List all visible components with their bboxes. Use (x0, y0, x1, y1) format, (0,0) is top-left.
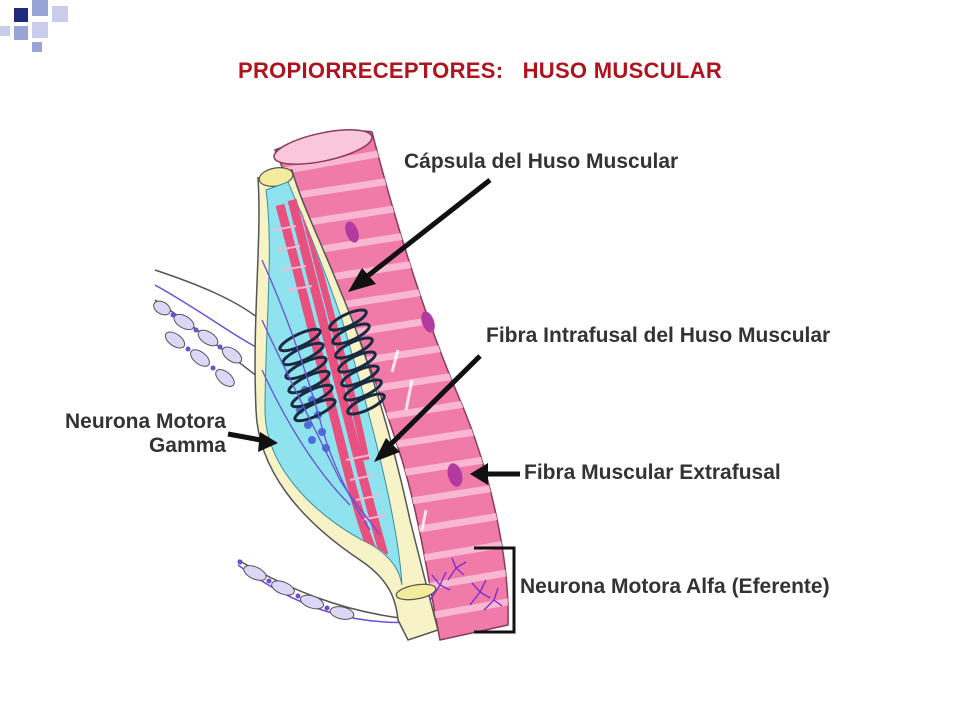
corner-square (32, 42, 42, 52)
alpha-bracket (474, 546, 516, 634)
corner-square (14, 26, 28, 40)
corner-square (0, 26, 10, 36)
capsule-arrowhead (348, 268, 376, 292)
intrafusal-arrow (383, 354, 482, 452)
gamma-nerve (153, 269, 263, 387)
page-title: PROPIORRECEPTORES: HUSO MUSCULAR (237, 58, 723, 83)
label-gamma-line2: Gamma (148, 434, 226, 457)
label-alpha-motor-neuron: Neurona Motora Alfa (Eferente) (520, 575, 830, 598)
intrafusal-arrowhead (374, 438, 400, 462)
capsule-arrow (358, 178, 492, 284)
corner-square (32, 0, 48, 16)
label-intrafusal-fiber: Fibra Intrafusal del Huso Muscular (486, 324, 831, 347)
label-gamma-line1: Neurona Motora (64, 410, 226, 433)
corner-square (52, 6, 68, 22)
corner-square (32, 22, 48, 38)
extrafusal-arrowhead (470, 463, 488, 485)
pointer-arrows (227, 178, 520, 485)
alpha-motor-endplates (429, 557, 503, 611)
label-extrafusal-fiber: Fibra Muscular Extrafusal (524, 461, 781, 484)
corner-decoration (0, 0, 90, 52)
spindle-interior (261, 181, 403, 586)
label-capsule: Cápsula del Huso Muscular (404, 150, 679, 173)
gamma-arrowhead (258, 432, 278, 452)
corner-square (14, 8, 28, 22)
label-gamma-motor-neuron: Neurona Motora Gamma (20, 410, 226, 458)
